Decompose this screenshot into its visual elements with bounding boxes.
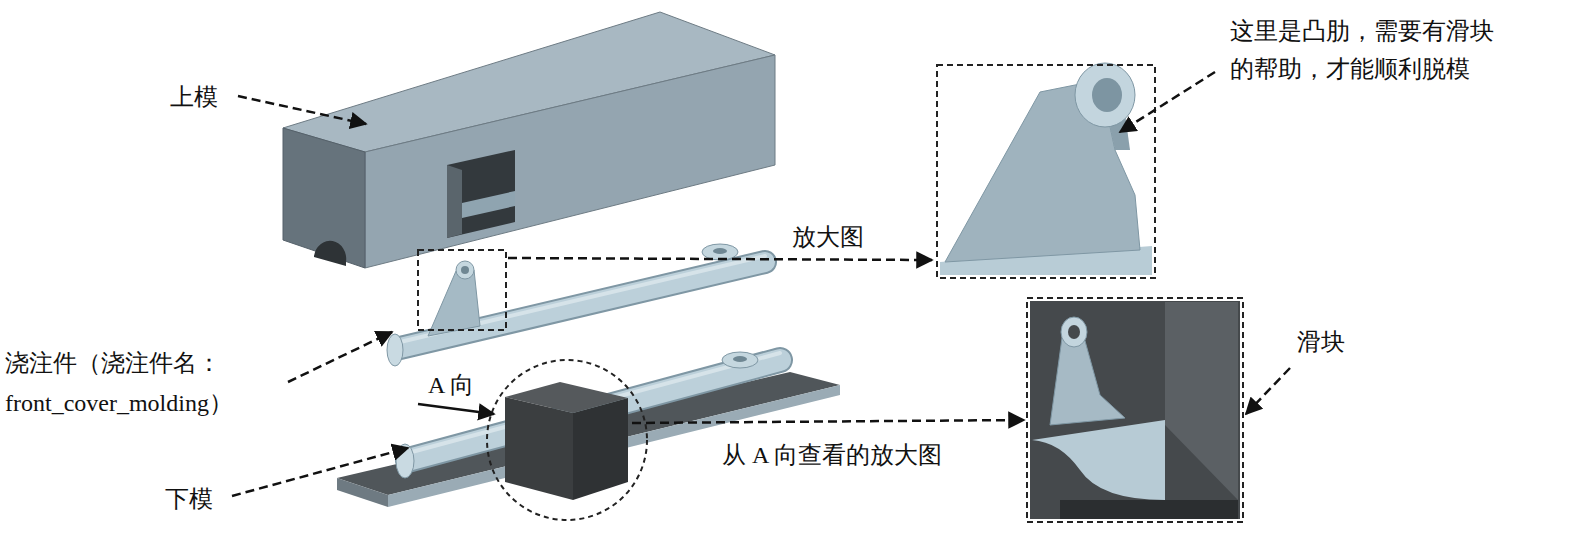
- view-arrow: [418, 404, 494, 414]
- leader-line: [1120, 72, 1215, 132]
- leader-lines: [232, 72, 1290, 496]
- leader-line: [288, 332, 392, 382]
- callout-label: 浇注件（浇注件名： front_cover_molding）: [5, 343, 305, 423]
- leader-line: [632, 420, 1024, 423]
- callout-label: 上模: [170, 80, 218, 115]
- callout-label: 放大图: [792, 220, 864, 255]
- leader-line: [1246, 368, 1290, 414]
- casting: [387, 244, 765, 366]
- callout-label: 从 A 向查看的放大图: [722, 438, 942, 473]
- leader-line: [508, 258, 932, 260]
- upper-mold: [283, 12, 775, 268]
- callout-label: A 向: [428, 368, 474, 403]
- leader-line: [238, 96, 366, 124]
- view-circle: [487, 360, 647, 520]
- zoom-frame: [1027, 298, 1243, 522]
- rib-zoom: [940, 63, 1152, 275]
- lower-mold: [337, 352, 840, 507]
- detail-frame: [418, 250, 506, 330]
- zoom-frame: [937, 65, 1155, 278]
- leader-line: [232, 448, 408, 496]
- callout-label: 滑块: [1297, 325, 1345, 360]
- callout-label: 下模: [165, 482, 213, 517]
- slide-zoom: [1030, 301, 1240, 519]
- callout-label: 这里是凸肋，需要有滑块 的帮助，才能顺利脱模: [1230, 12, 1502, 88]
